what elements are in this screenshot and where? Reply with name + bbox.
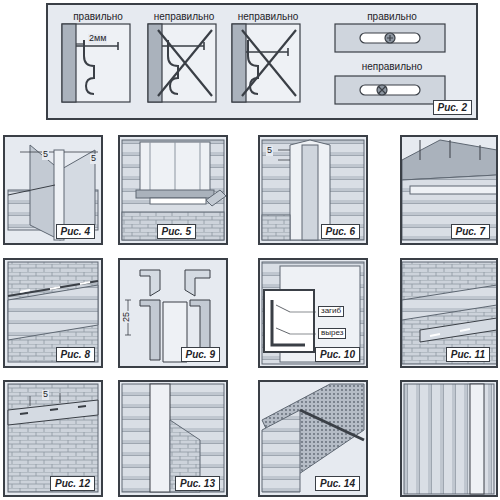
dimension: 5 — [42, 390, 49, 400]
figure-number: Рис. 2 — [433, 100, 472, 116]
figure-number: Рис. 9 — [181, 347, 220, 363]
figure-panel: Рис. 5 — [118, 135, 228, 245]
callout-label: загиб — [318, 306, 344, 317]
eave-figure — [402, 140, 497, 240]
nail-details — [62, 24, 445, 104]
callout-label: вырез — [318, 328, 346, 339]
figure-panel: Рис. 6 — [258, 135, 368, 245]
panel-lock-figure — [8, 262, 98, 362]
figure-number: Рис. 8 — [56, 347, 95, 363]
dimension: 5 — [266, 146, 273, 156]
figure-number: Рис. 4 — [56, 224, 95, 240]
figure-number: Рис. 5 — [157, 224, 196, 240]
starter-nailing-figure — [8, 384, 98, 492]
vertical-siding-figure — [404, 384, 494, 494]
figure-panel: правильно неправильно неправильно правильно… — [46, 3, 478, 120]
figure-panel: Рис. 4 — [3, 135, 103, 245]
dimension: 5 — [90, 154, 97, 164]
figure-number: Рис. 11 — [446, 347, 490, 363]
window-sill-figure — [122, 140, 226, 240]
dimension: 5 — [42, 150, 49, 160]
wrong-caption: неправильно — [152, 11, 217, 23]
figure-panel: Рис. 13 — [118, 380, 228, 497]
figure-number: Рис. 10 — [315, 347, 360, 363]
window-jamb-figure — [262, 262, 364, 364]
figure-number: Рис. 14 — [315, 476, 360, 492]
figure-number: Рис. 6 — [321, 224, 360, 240]
figure-panel: Рис. 9 — [118, 258, 228, 368]
figure-panel: Рис. 8 — [3, 258, 103, 368]
dimension: 2мм — [88, 34, 107, 44]
figure-panel: Рис. 14 — [258, 380, 368, 497]
dimension: 25 — [122, 311, 132, 323]
figure-number: Рис. 7 — [451, 224, 490, 240]
figure-panel: Рис. 11 — [400, 258, 498, 368]
panel-grounds — [3, 3, 498, 497]
corner-start-figure — [8, 145, 98, 240]
figure-number: Рис. 13 — [175, 476, 220, 492]
soffit-figure — [262, 384, 364, 492]
figure-panel: Рис. 12 — [3, 380, 103, 497]
figure-panel: Рис. 10 — [258, 258, 368, 368]
figure-number: Рис. 12 — [50, 476, 95, 492]
outer-corner-figure — [262, 140, 364, 240]
wrong-caption: неправильно — [360, 61, 425, 73]
correct-caption: правильно — [365, 11, 419, 23]
starter-strip-figure — [402, 262, 497, 364]
correct-caption: правильно — [71, 11, 125, 23]
figure-panel: Рис. 7 — [400, 135, 498, 245]
corner-joint-figure — [122, 384, 224, 492]
wrong-caption: неправильно — [236, 11, 301, 23]
